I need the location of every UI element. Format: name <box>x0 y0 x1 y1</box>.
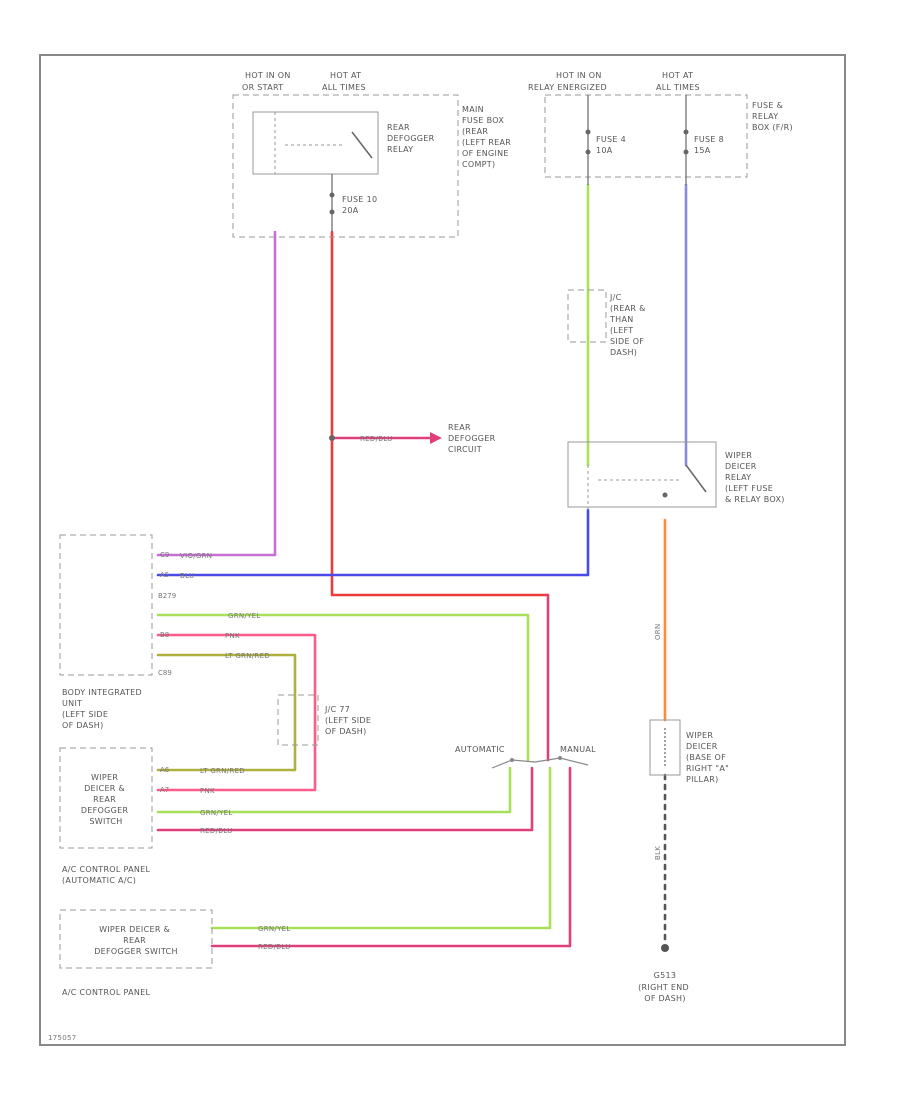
splice-defogger <box>329 435 335 441</box>
fuse-10-node <box>329 192 335 198</box>
selector-node-auto <box>510 758 514 762</box>
wlbl-grn-yel-man: GRN/YEL <box>258 925 291 933</box>
rear-defogger-relay-label: REAR DEFOGGER RELAY <box>387 123 437 154</box>
fuse-10-label: FUSE 10 20A <box>342 195 380 215</box>
fuse-8-node-b <box>683 149 689 155</box>
ground-label: (RIGHT END OF DASH) <box>638 983 692 1003</box>
rear-defogger-circuit-label: REAR DEFOGGER CIRCUIT <box>448 423 498 454</box>
pin-b: A5 <box>160 571 169 579</box>
body-integrated-unit <box>59 534 153 676</box>
fuse-4-label: FUSE 4 10A <box>596 135 629 155</box>
jc77-label: J/C 77 (LEFT SIDE OF DASH) <box>324 705 374 736</box>
switch-auto-box <box>59 747 153 849</box>
fuse-4-node <box>585 129 591 135</box>
hot-in-on-sub: OR START <box>242 83 283 92</box>
wiper-deicer-relay <box>567 441 717 508</box>
wiper-relay-arm <box>685 464 707 493</box>
switch-manual-label: WIPER DEICER & REAR DEFOGGER SWITCH <box>94 925 178 956</box>
wlbl-lt-grn-red-sw: LT GRN/RED <box>200 767 245 775</box>
wlbl-pnk-unit: PNK <box>225 632 240 640</box>
wire-vio-grn <box>156 230 277 557</box>
wlbl-grn-yel-sw: GRN/YEL <box>200 809 233 817</box>
relay-hot-in-on-label: HOT IN ON <box>556 71 602 80</box>
wiper-relay-contact <box>662 492 668 498</box>
hot-at-sub: ALL TIMES <box>322 83 366 92</box>
body-unit-connector: B279 <box>158 592 176 600</box>
pin-d: A6 <box>160 766 170 774</box>
relay-hot-at-sub: ALL TIMES <box>656 83 700 92</box>
body-unit-label: BODY INTEGRATED UNIT (LEFT SIDE OF DASH) <box>62 688 145 730</box>
ground-id: G513 <box>654 971 677 980</box>
switch-manual-box <box>59 909 213 969</box>
manual-label: MANUAL <box>560 745 596 754</box>
hot-in-on-label: HOT IN ON <box>245 71 291 80</box>
fuse-8-node <box>683 129 689 135</box>
automatic-label: AUTOMATIC <box>455 745 505 754</box>
wlbl-orn: ORN <box>654 623 662 640</box>
footer-code: 175057 <box>48 1034 77 1042</box>
body-unit-connector2: C89 <box>158 669 172 677</box>
wire-pnk <box>156 633 317 792</box>
rear-defogger-relay <box>252 111 379 175</box>
relay-hot-in-on-sub: RELAY ENERGIZED <box>528 83 607 92</box>
wire-red-blu-switch <box>156 766 534 832</box>
wiper-deicer-label: WIPER DEICER (BASE OF RIGHT "A" PILLAR) <box>686 731 732 784</box>
wiper-deicer-box <box>649 719 681 776</box>
relay-switch-arm <box>351 131 373 159</box>
wire-lt-grn-red <box>156 653 297 772</box>
wlbl-vio-grn: VIO/GRN <box>180 552 212 560</box>
ground-symbol <box>661 944 669 952</box>
wire-red-main <box>330 230 550 597</box>
wire-grn-yel-manual <box>210 766 552 930</box>
relay-fuse-box <box>544 94 748 178</box>
wlbl-red-blu-sw: RED/BLU <box>200 827 233 835</box>
panel-manual-label: A/C CONTROL PANEL <box>62 988 151 997</box>
wlbl-blk: BLK <box>654 846 662 860</box>
fuse-10-node-b <box>329 209 335 215</box>
jc-box <box>567 289 607 343</box>
wire-grn-yel-switch <box>156 766 512 814</box>
wlbl-grn-yel-unit: GRN/YEL <box>228 612 261 620</box>
main-fuse-box-label: MAIN FUSE BOX (REAR (LEFT REAR OF ENGINE… <box>462 105 514 169</box>
selector-node-manual <box>558 756 562 760</box>
panel-auto-label: A/C CONTROL PANEL (AUTOMATIC A/C) <box>62 865 153 885</box>
pin-e: A7 <box>160 786 169 794</box>
fuse-4-node-b <box>585 149 591 155</box>
relay-fuse-box-label: FUSE & RELAY BOX (F/R) <box>752 101 793 132</box>
fuse-8-label: FUSE 8 15A <box>694 135 727 155</box>
relay-hot-at-label: HOT AT <box>662 71 693 80</box>
main-fuse-box <box>232 94 459 238</box>
wlbl-lt-grn-red-unit: LT GRN/RED <box>225 652 270 660</box>
wlbl-pnk-sw: PNK <box>200 787 215 795</box>
jc77-box <box>277 694 319 746</box>
wire-blu <box>156 508 590 577</box>
pin-c: B8 <box>160 631 169 639</box>
jc-label: J/C (REAR & THAN (LEFT SIDE OF DASH) <box>609 293 649 357</box>
wire-red-blu-manual <box>210 766 572 948</box>
wlbl-red-blu-def: RED/BLU <box>360 435 393 443</box>
wlbl-blu: BLU <box>180 572 194 580</box>
rear-defogger-arrow <box>430 432 442 444</box>
auto-manual-selector <box>491 757 589 769</box>
hot-at-label: HOT AT <box>330 71 361 80</box>
diagram-frame <box>39 54 846 1046</box>
wire-grn-yel-unit <box>156 613 530 762</box>
wiper-deicer-relay-label: WIPER DEICER RELAY (LEFT FUSE & RELAY BO… <box>725 451 785 504</box>
switch-auto-label: WIPER DEICER & REAR DEFOGGER SWITCH <box>81 773 131 826</box>
wlbl-red-blu-man: RED/BLU <box>258 943 291 951</box>
pin-a: C9 <box>160 551 169 559</box>
